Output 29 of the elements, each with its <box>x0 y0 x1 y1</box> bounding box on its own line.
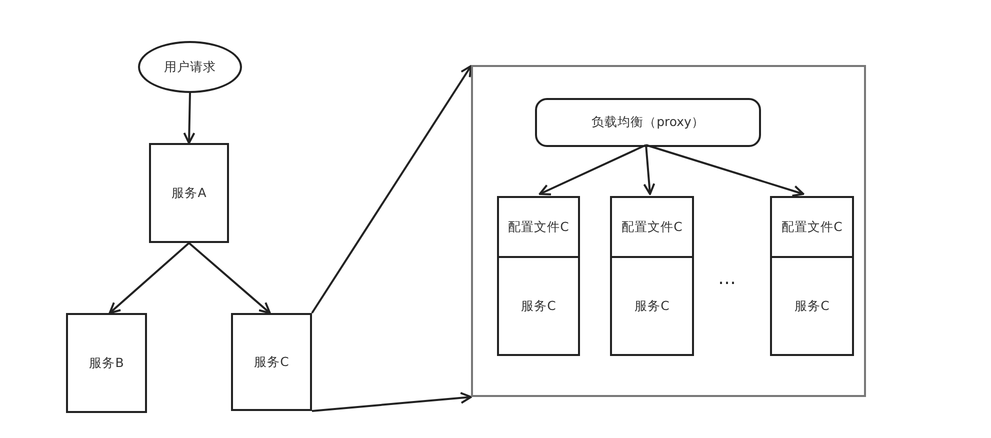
node-label: 用户请求 <box>164 58 216 76</box>
proxy-box <box>535 98 761 147</box>
service-box <box>66 313 147 413</box>
arrow <box>188 242 271 314</box>
arrow <box>183 92 196 144</box>
node-label: 服务C <box>521 298 556 314</box>
node-label: 服务C <box>794 298 830 314</box>
node-label: 配置文件C <box>782 218 842 236</box>
arrow <box>538 144 646 196</box>
instance-box <box>610 196 694 356</box>
arrow <box>312 392 472 412</box>
node-label: 服务B <box>89 354 124 372</box>
service-box <box>231 313 312 411</box>
node-label: 服务C <box>634 298 670 314</box>
instance-box <box>770 196 854 356</box>
node-label: 服务C <box>254 354 289 370</box>
arrow <box>108 242 190 314</box>
instance-box <box>497 196 580 356</box>
node-label: 配置文件C <box>508 218 569 236</box>
arrow <box>311 65 472 314</box>
node-label: 配置文件C <box>622 218 682 236</box>
service-box <box>149 143 229 243</box>
start-ellipse <box>138 41 242 93</box>
arrow <box>643 144 656 195</box>
node-label: 负载均衡（proxy） <box>592 114 704 131</box>
node-label: 服务A <box>172 184 206 202</box>
arrow <box>646 144 804 197</box>
ellipsis-label: … <box>718 268 736 289</box>
container-frame <box>471 65 866 397</box>
